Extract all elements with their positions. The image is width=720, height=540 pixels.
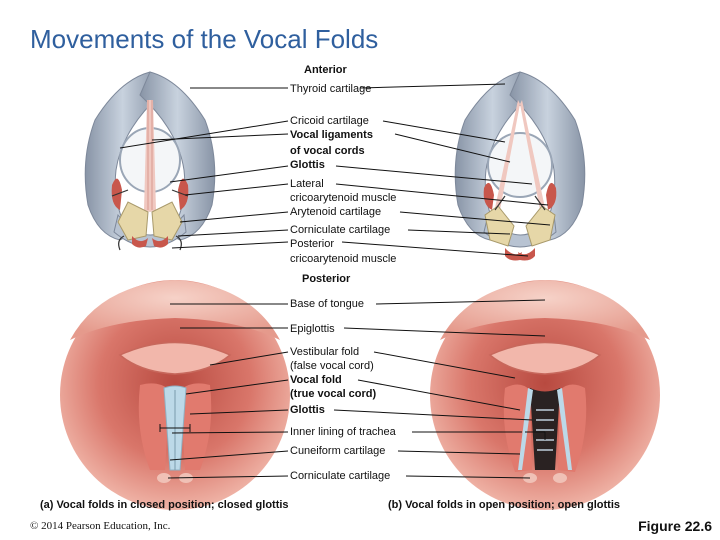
label-epiglottis: Epiglottis xyxy=(290,323,335,335)
label-corniculate-top: Corniculate cartilage xyxy=(290,224,391,236)
label-lateral-line2: cricoarytenoid muscle xyxy=(290,192,397,204)
figure-number: Figure 22.6 xyxy=(638,518,712,534)
throat-closed-view xyxy=(60,280,290,510)
label-lateral: Lateral xyxy=(290,178,324,190)
label-vocal-fold: Vocal fold xyxy=(290,374,342,386)
throat-open-view xyxy=(430,280,660,510)
label-posterior-cricoarytenoid: Posterior xyxy=(290,238,335,250)
label-vestibular-fold-line2: (false vocal cord) xyxy=(290,360,374,372)
label-vocal-ligaments: Vocal ligaments xyxy=(290,129,373,141)
label-vestibular-fold: Vestibular fold xyxy=(290,346,360,358)
label-cricoid-cartilage: Cricoid cartilage xyxy=(290,115,369,127)
label-vocal-fold-line2: (true vocal cord) xyxy=(290,388,377,400)
label-thyroid-cartilage: Thyroid cartilage xyxy=(290,83,372,95)
label-corniculate-bottom: Corniculate cartilage xyxy=(290,470,391,482)
label-posterior: Posterior xyxy=(302,273,351,285)
copyright: © 2014 Pearson Education, Inc. xyxy=(30,520,171,532)
label-arytenoid-cartilage: Arytenoid cartilage xyxy=(290,206,382,218)
label-vocal-ligaments-line2: of vocal cords xyxy=(290,145,365,157)
label-base-of-tongue: Base of tongue xyxy=(290,298,365,310)
larynx-closed-diagram xyxy=(84,71,216,251)
leader-lines xyxy=(119,83,551,479)
label-posterior-cricoarytenoid-line2: cricoarytenoid muscle xyxy=(290,253,397,265)
caption-b: (b) Vocal folds in open position; open g… xyxy=(388,499,620,511)
label-cuneiform-cartilage: Cuneiform cartilage xyxy=(290,445,386,457)
label-inner-lining-trachea: Inner lining of trachea xyxy=(290,426,396,438)
label-anterior: Anterior xyxy=(304,64,347,76)
label-glottis-top: Glottis xyxy=(290,159,325,171)
label-glottis-bottom: Glottis xyxy=(290,404,325,416)
page-title: Movements of the Vocal Folds xyxy=(30,24,379,54)
caption-a: (a) Vocal folds in closed position; clos… xyxy=(40,499,289,511)
